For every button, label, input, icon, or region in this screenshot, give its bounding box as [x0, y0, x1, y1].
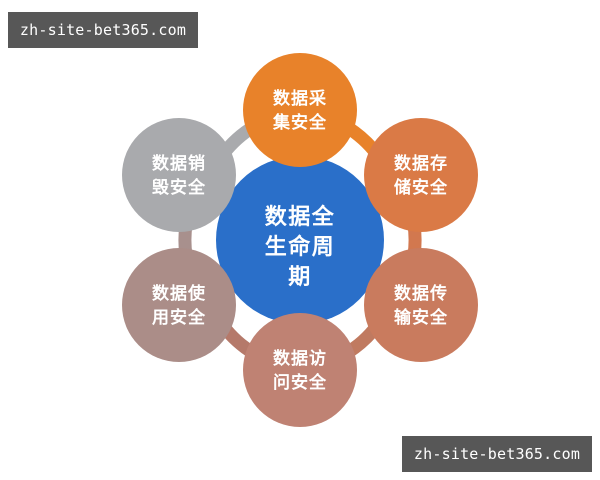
node-storage[interactable]: 数据存 储安全 — [364, 118, 478, 232]
center-circle[interactable] — [216, 156, 384, 324]
node-circle-transmission[interactable] — [364, 248, 478, 362]
node-transmission[interactable]: 数据传 输安全 — [364, 248, 478, 362]
center-node[interactable]: 数据全 生命周 期 — [216, 156, 384, 324]
center-label-line-1: 数据全 — [265, 204, 336, 230]
node-label-storage-line-1: 数据存 — [394, 153, 448, 174]
center-label-line-3: 期 — [288, 265, 312, 290]
watermark-bottom: zh-site-bet365.com — [402, 436, 592, 472]
diagram-svg: 数据全 生命周 期 数据采 集安全 数据存 储安全 数据传 输安全 — [122, 53, 478, 427]
node-label-storage-line-2: 储安全 — [394, 177, 448, 198]
node-destruction[interactable]: 数据销 毁安全 — [122, 118, 236, 232]
node-circle-usage[interactable] — [122, 248, 236, 362]
node-circle-access[interactable] — [243, 313, 357, 427]
center-label-line-2: 生命周 — [265, 234, 336, 260]
watermark-top: zh-site-bet365.com — [8, 12, 198, 48]
node-label-usage-line-1: 数据使 — [152, 283, 206, 304]
node-label-collection-line-2: 集安全 — [272, 112, 327, 133]
node-circle-collection[interactable] — [243, 53, 357, 167]
node-usage[interactable]: 数据使 用安全 — [122, 248, 236, 362]
data-lifecycle-diagram: 数据全 生命周 期 数据采 集安全 数据存 储安全 数据传 输安全 — [100, 50, 500, 430]
node-access[interactable]: 数据访 问安全 — [243, 313, 357, 427]
node-label-collection-line-1: 数据采 — [273, 88, 327, 109]
node-label-transmission-line-1: 数据传 — [394, 283, 448, 304]
node-label-access-line-1: 数据访 — [273, 348, 327, 369]
node-label-transmission-line-2: 输安全 — [394, 307, 448, 328]
node-label-usage-line-2: 用安全 — [152, 307, 206, 328]
node-circle-destruction[interactable] — [122, 118, 236, 232]
node-collection[interactable]: 数据采 集安全 — [243, 53, 357, 167]
node-label-destruction-line-1: 数据销 — [152, 153, 206, 174]
node-circle-storage[interactable] — [364, 118, 478, 232]
node-label-access-line-2: 问安全 — [273, 372, 327, 393]
node-label-destruction-line-2: 毁安全 — [152, 177, 206, 198]
